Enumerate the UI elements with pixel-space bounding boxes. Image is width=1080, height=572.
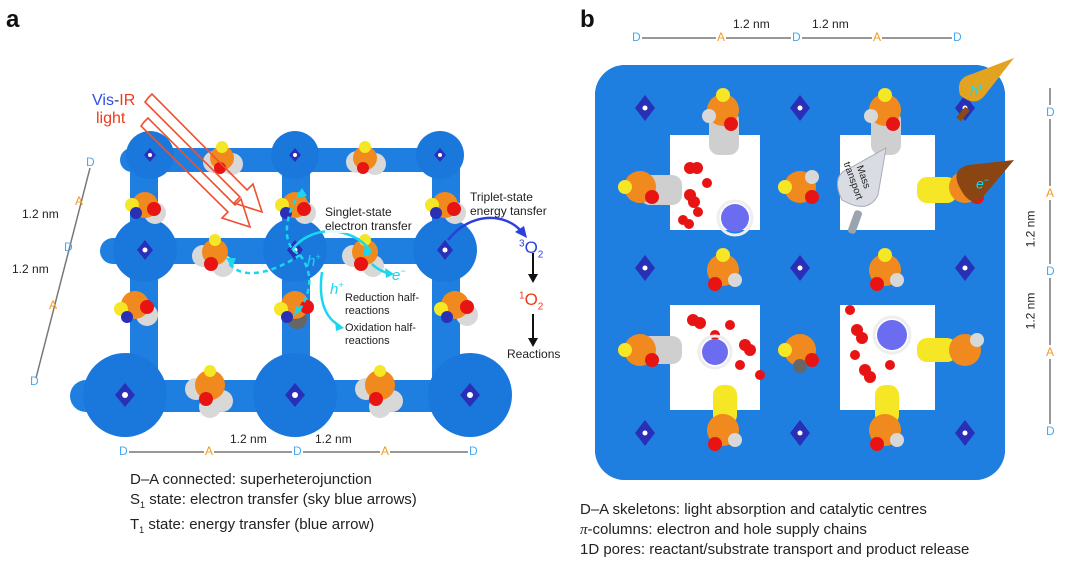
reduction-label: Reduction half- reactions: [345, 292, 419, 317]
caption-a: D–A connected: superheterojunction S1 st…: [130, 470, 417, 540]
acceptor-columns: [618, 88, 984, 451]
acceptor-column: [869, 248, 904, 291]
tscale-a1: A: [716, 30, 727, 44]
electron-cone: [956, 160, 1014, 202]
acceptor-unit: [275, 192, 316, 224]
acceptor-column: [864, 88, 901, 155]
hole-cone-label: h+: [970, 82, 984, 99]
caption-b-line1: D–A skeletons: light absorption and cata…: [580, 501, 927, 518]
bscale-a2: A: [380, 444, 391, 458]
rscale-d2: D: [1046, 264, 1055, 278]
light-arrow-2: [139, 116, 252, 229]
tscale-d2: D: [791, 30, 802, 44]
acceptor-unit: [346, 141, 386, 175]
mass-transport-cone: [837, 147, 887, 234]
acceptor-column: [618, 334, 682, 367]
energy-transfer-arrow: [447, 216, 523, 241]
hole-label-2: h+: [330, 280, 344, 298]
scale-len1: 1.2 nm: [22, 207, 59, 221]
acceptor-units: [114, 141, 478, 418]
acceptor-column: [869, 385, 904, 451]
vis-text: Vis: [92, 92, 114, 109]
bscale-len1: 1.2 nm: [230, 432, 267, 446]
substrate-molecules: [697, 199, 912, 370]
tscale-d1: D: [632, 30, 642, 44]
rscale-a1: A: [1046, 186, 1055, 200]
scale-d3: D: [30, 374, 39, 388]
triplet-label: Triplet-state energy tansfer: [470, 190, 547, 218]
acceptor-unit: [114, 291, 158, 326]
caption-a-line1: D–A connected: superheterojunction: [130, 471, 372, 488]
electron-label-1: e−: [363, 242, 377, 260]
acceptor-unit: [355, 365, 403, 418]
hole-label-1: h+: [307, 252, 321, 270]
light-label: Vis-IR light: [92, 92, 135, 128]
light-text: light: [96, 110, 126, 127]
acceptor-unit: [434, 291, 478, 326]
bscale-len2: 1.2 nm: [315, 432, 352, 446]
framework-a: [70, 131, 512, 437]
tscale-len2: 1.2 nm: [812, 17, 849, 31]
rscale-d1: D: [1046, 105, 1055, 119]
scale-d2: D: [64, 240, 73, 254]
acceptor-column: [917, 333, 984, 366]
acceptor-unit: [185, 365, 233, 418]
light-arrow-1: [143, 92, 264, 214]
scale-len2: 1.2 nm: [12, 262, 49, 276]
acceptor-column: [707, 248, 742, 291]
reactions-label: Reactions: [507, 347, 561, 361]
rscale-d3: D: [1046, 424, 1055, 438]
acceptor-column: [618, 171, 682, 205]
light-arrows: [139, 92, 264, 229]
hole-cone: [956, 58, 1014, 122]
rscale-a2: A: [1046, 345, 1055, 359]
bscale-d1: D: [119, 444, 129, 458]
caption-b-line2: π-columns: electron and hole supply chai…: [580, 521, 867, 538]
caption-a-line3: T1 state: energy transfer (blue arrow): [130, 516, 375, 535]
acceptor-column: [778, 334, 819, 373]
electron-label-2: e−: [392, 266, 406, 284]
scale-a2: A: [49, 298, 58, 312]
tscale-len1: 1.2 nm: [733, 17, 770, 31]
acceptor-unit: [425, 192, 466, 224]
panel-a-label: a: [6, 6, 20, 33]
scale-d1: D: [86, 155, 95, 169]
scale-a1: A: [75, 194, 84, 208]
panel-b-label: b: [580, 6, 595, 33]
triplet-oxygen: 3O2: [519, 238, 544, 261]
singlet-label: Singlet-state electron transfer: [325, 205, 412, 233]
bscale-d3: D: [468, 444, 478, 458]
dash-text: -: [113, 92, 120, 109]
rscale-len2: 1.2 nm: [1023, 292, 1038, 330]
bscale-a1: A: [204, 444, 215, 458]
tscale-a2: A: [872, 30, 883, 44]
tscale-d3: D: [952, 30, 962, 44]
bscale-d2: D: [292, 444, 303, 458]
dashed-path-down: [296, 254, 311, 313]
electron-cone-label: e−: [976, 175, 990, 192]
acceptor-column: [707, 385, 742, 451]
diag-scale-line: [35, 167, 91, 379]
caption-b: D–A skeletons: light absorption and cata…: [580, 500, 969, 560]
caption-a-line2: S1 state: electron transfer (sky blue ar…: [130, 491, 417, 510]
caption-b-line3: 1D pores: reactant/substrate transport a…: [580, 541, 970, 558]
framework-b: [595, 58, 1014, 480]
ir-text: IR: [119, 92, 136, 109]
oxidation-label: Oxidation half- reactions: [345, 322, 416, 347]
rscale-len1: 1.2 nm: [1023, 210, 1038, 248]
acceptor-unit: [125, 192, 166, 224]
dashed-path-up: [285, 191, 302, 257]
reaction-arrows: [528, 253, 538, 347]
donor-nodes: [83, 131, 512, 437]
acceptor-column: [778, 170, 819, 204]
acceptor-unit: [274, 291, 314, 329]
acceptor-column: [702, 88, 739, 155]
singlet-oxygen: 1O2: [519, 290, 544, 313]
